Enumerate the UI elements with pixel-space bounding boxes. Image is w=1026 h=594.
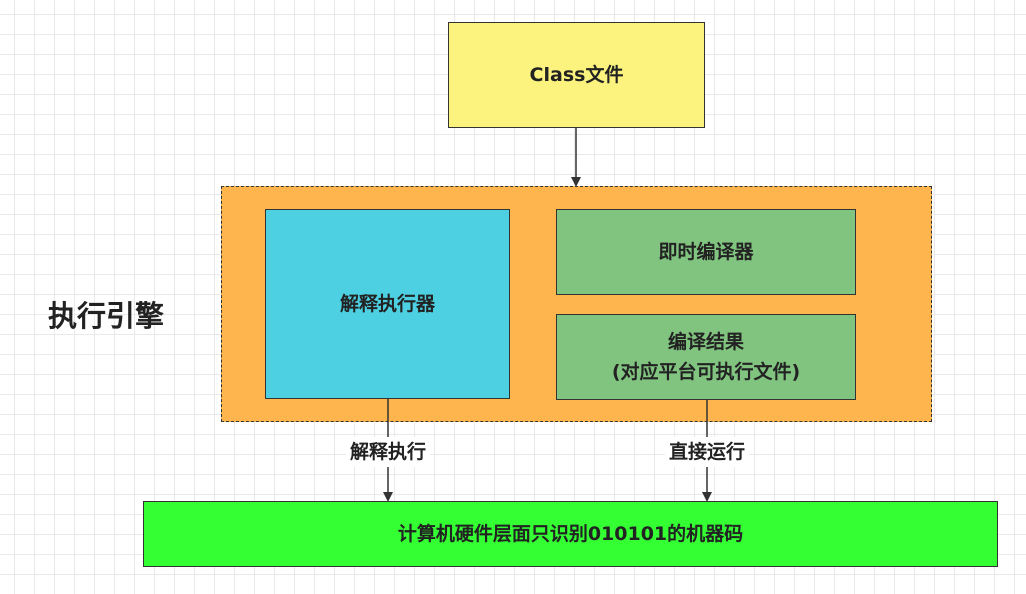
machine-code-label: 计算机硬件层面只识别010101的机器码 bbox=[397, 523, 744, 545]
machine-code-box: 计算机硬件层面只识别010101的机器码 bbox=[143, 501, 998, 567]
execution-engine-label: 执行引擎 bbox=[48, 299, 165, 333]
interpreter-label: 解释执行器 bbox=[339, 293, 435, 315]
compile-result-title: 编译结果 bbox=[667, 331, 744, 353]
direct-run-arrow-label: 直接运行 bbox=[664, 437, 750, 467]
jit-compiler-box: 即时编译器 bbox=[556, 209, 856, 295]
compile-result-subtitle: (对应平台可执行文件) bbox=[611, 361, 801, 383]
compile-result-box: 编译结果 (对应平台可执行文件) bbox=[556, 314, 856, 400]
interpreter-box: 解释执行器 bbox=[265, 209, 510, 399]
interpret-arrow-label: 解释执行 bbox=[345, 437, 431, 467]
class-file-box: Class文件 bbox=[448, 22, 705, 128]
jit-compiler-label: 即时编译器 bbox=[658, 241, 754, 263]
class-file-label: Class文件 bbox=[529, 64, 624, 86]
